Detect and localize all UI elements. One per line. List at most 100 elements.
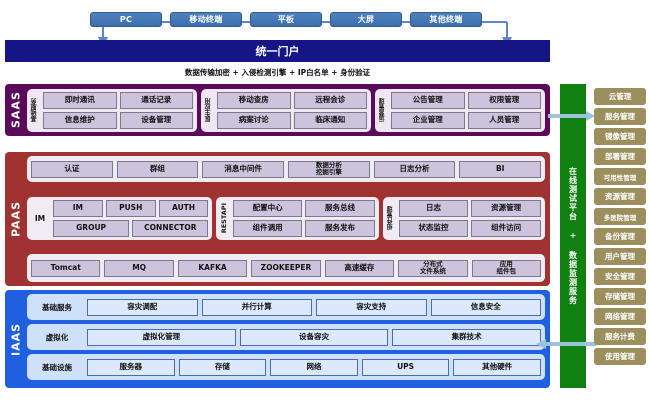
iaas-row-basic-service-label: 基础服务: [42, 302, 72, 312]
saas-cell-info-maintain[interactable]: 信息维护: [43, 111, 117, 129]
sidebar-item-multi-hospital-manage[interactable]: 多医院管理: [594, 208, 646, 225]
iaas-cell-info-security[interactable]: 信息安全: [430, 298, 541, 316]
iaas-cell-parallel-computing[interactable]: 并行计算: [201, 298, 312, 316]
layer-saas-tag: SAAS: [9, 91, 23, 129]
paas-group-component-manage-label: 组件管理: [386, 206, 394, 230]
sidebar-item-storage-manage[interactable]: 存储管理: [594, 288, 646, 305]
paas-group-im: IM IM PUSH AUTH GROUP CONNECTOR: [27, 196, 213, 240]
layer-iaas: IAAS 基础服务 容灾调配 并行计算 容灾支持 信息安全 虚拟化 虚拟化管理 …: [5, 290, 550, 388]
layer-paas: PAAS 认证 群组 消息中间件 数据分析 挖掘引擎 日志分析 BI IM IM: [5, 152, 550, 286]
paas-cell-auth[interactable]: 认证: [31, 160, 113, 178]
layer-iaas-tag: IAAS: [9, 322, 23, 356]
paas-cell-im-auth[interactable]: AUTH: [158, 199, 209, 217]
iaas-cell-virtualization-manage[interactable]: 虚拟化管理: [87, 328, 236, 346]
sidebar-item-service-billing[interactable]: 服务计费: [594, 328, 646, 345]
paas-cell-im-group[interactable]: GROUP: [53, 219, 130, 237]
saas-cell-case-discussion[interactable]: 病案讨论: [217, 111, 291, 129]
iaas-row-virtualization: 虚拟化 虚拟化管理 设备容灾 集群技术: [27, 324, 545, 350]
paas-cell-component-invoke[interactable]: 组件调用: [232, 219, 303, 237]
paas-bottom-row: Tomcat MQ KAFKA ZOOKEEPER 高速缓存 分布式 文件系统 …: [27, 254, 545, 282]
paas-cell-tomcat[interactable]: Tomcat: [31, 259, 101, 277]
iaas-cell-server[interactable]: 服务器: [87, 358, 175, 376]
paas-top-row: 认证 群组 消息中间件 数据分析 挖掘引擎 日志分析 BI: [27, 156, 545, 182]
iaas-cell-dr-support[interactable]: 容灾支持: [316, 298, 427, 316]
saas-cell-remote-consult[interactable]: 远程会诊: [293, 91, 367, 109]
sidebar-item-usage-manage[interactable]: 使用管理: [594, 348, 646, 365]
unified-portal-bar: 统一门户: [5, 40, 550, 62]
paas-cell-component-access[interactable]: 组件访问: [471, 219, 541, 237]
layer-paas-tag: PAAS: [9, 201, 23, 238]
paas-cell-status-monitor[interactable]: 状态监控: [398, 219, 469, 237]
paas-cell-service-publish[interactable]: 服务发布: [305, 219, 375, 237]
online-test-platform-bar: 在线测试平台 + 数据监测服务: [560, 84, 586, 388]
paas-group-component-manage: 组件管理 日志 资源管理 状态监控 组件访问: [382, 196, 545, 240]
paas-cell-cache[interactable]: 高速缓存: [324, 259, 395, 277]
arrow-sidebar-to-iaas: [536, 339, 596, 349]
arrow-saas-to-sidebar: [548, 111, 595, 121]
paas-cell-kafka[interactable]: KAFKA: [177, 259, 248, 277]
paas-cell-im-push[interactable]: PUSH: [105, 199, 156, 217]
saas-cell-clinical-notice[interactable]: 临床通知: [293, 111, 367, 129]
paas-cell-message-middleware[interactable]: 消息中间件: [202, 160, 285, 178]
sidebar-item-backup-manage[interactable]: 备份管理: [594, 228, 646, 245]
saas-cell-enterprise-manage[interactable]: 企业管理: [391, 111, 465, 129]
iaas-cell-dr-allocation[interactable]: 容灾调配: [87, 298, 198, 316]
saas-group-operation-manage-label: 运营管理: [379, 98, 386, 122]
paas-cell-distributed-fs[interactable]: 分布式 文件系统: [398, 259, 468, 277]
saas-cell-im[interactable]: 即时通讯: [43, 91, 117, 109]
terminal-chip-pc[interactable]: PC: [90, 12, 162, 27]
iaas-row-basic-service: 基础服务 容灾调配 并行计算 容灾支持 信息安全: [27, 294, 545, 320]
sidebar-item-security-manage[interactable]: 安全管理: [594, 268, 646, 285]
paas-cell-app-component-pack[interactable]: 应用 组件包: [471, 259, 541, 277]
security-features-text: 数据传输加密 + 入侵检测引擎 + IP白名单 + 身份验证: [184, 67, 371, 77]
paas-cell-bi[interactable]: BI: [459, 160, 542, 178]
sidebar-item-deploy-manage[interactable]: 部署管理: [594, 148, 646, 165]
iaas-row-virtualization-label: 虚拟化: [45, 332, 69, 342]
iaas-cell-cluster-tech[interactable]: 集群技术: [392, 328, 542, 346]
iaas-cell-other-hardware[interactable]: 其他硬件: [453, 358, 541, 376]
saas-cell-mobile-ward-round[interactable]: 移动查房: [217, 91, 291, 109]
terminal-list: PC 移动终端 平板 大屏 其他终端: [90, 12, 482, 27]
sidebar-item-image-manage[interactable]: 镜像管理: [594, 128, 646, 145]
paas-group-restapi-label: RESTAPI: [220, 202, 229, 234]
sidebar-item-availability-manage[interactable]: 可用性管理: [594, 168, 646, 185]
saas-group-basic-service-label: 基础服务: [31, 98, 38, 122]
sidebar-item-service-manage[interactable]: 服务管理: [594, 108, 646, 125]
paas-cell-resource-manage[interactable]: 资源管理: [471, 199, 541, 217]
saas-cell-permission-manage[interactable]: 权限管理: [467, 91, 541, 109]
iaas-row-infrastructure-label: 基础设施: [42, 362, 72, 372]
iaas-row-infrastructure: 基础设施 服务器 存储 网络 UPS 其他硬件: [27, 354, 545, 380]
saas-cell-call-log[interactable]: 通话记录: [119, 91, 193, 109]
sidebar-item-cloud-manage[interactable]: 云管理: [594, 88, 646, 105]
sidebar-item-resource-manage[interactable]: 资源管理: [594, 188, 646, 205]
iaas-cell-ups[interactable]: UPS: [361, 358, 450, 376]
paas-group-im-label: IM: [34, 213, 46, 223]
paas-cell-mq[interactable]: MQ: [104, 259, 174, 277]
terminal-chip-bigscreen[interactable]: 大屏: [330, 12, 402, 27]
paas-cell-group[interactable]: 群组: [116, 160, 199, 178]
terminal-chip-tablet[interactable]: 平板: [250, 12, 322, 27]
paas-cell-im-connector[interactable]: CONNECTOR: [132, 219, 209, 237]
saas-cell-personnel-manage[interactable]: 人员管理: [467, 111, 541, 129]
paas-cell-service-bus[interactable]: 服务总线: [305, 199, 375, 217]
sidebar-item-network-manage[interactable]: 网络管理: [594, 308, 646, 325]
iaas-cell-network[interactable]: 网络: [270, 358, 358, 376]
terminal-chip-other[interactable]: 其他终端: [410, 12, 482, 27]
saas-cell-bulletin-manage[interactable]: 公告管理: [391, 91, 465, 109]
paas-cell-log[interactable]: 日志: [398, 199, 469, 217]
iaas-cell-storage[interactable]: 存储: [178, 358, 267, 376]
paas-cell-im-im[interactable]: IM: [53, 199, 103, 217]
sidebar-item-user-manage[interactable]: 用户管理: [594, 248, 646, 265]
paas-cell-zookeeper[interactable]: ZOOKEEPER: [251, 259, 321, 277]
paas-group-restapi: RESTAPI 配置中心 服务总线 组件调用 服务发布: [216, 196, 379, 240]
iaas-cell-device-dr[interactable]: 设备容灾: [239, 328, 389, 346]
saas-group-operation-manage: 运营管理 公告管理 权限管理 企业管理 人员管理: [375, 88, 545, 132]
cloud-management-sidebar: 云管理 服务管理 镜像管理 部署管理 可用性管理 资源管理 多医院管理 备份管理…: [594, 88, 646, 365]
paas-cell-log-analysis[interactable]: 日志分析: [373, 160, 456, 178]
terminal-chip-mobile[interactable]: 移动终端: [170, 12, 242, 27]
paas-cell-config-center[interactable]: 配置中心: [232, 199, 303, 217]
saas-cell-device-manage[interactable]: 设备管理: [119, 111, 193, 129]
saas-group-basic-service: 基础服务 即时通讯 通话记录 信息维护 设备管理: [27, 88, 197, 132]
paas-cell-data-mining-engine[interactable]: 数据分析 挖掘引擎: [288, 160, 370, 178]
